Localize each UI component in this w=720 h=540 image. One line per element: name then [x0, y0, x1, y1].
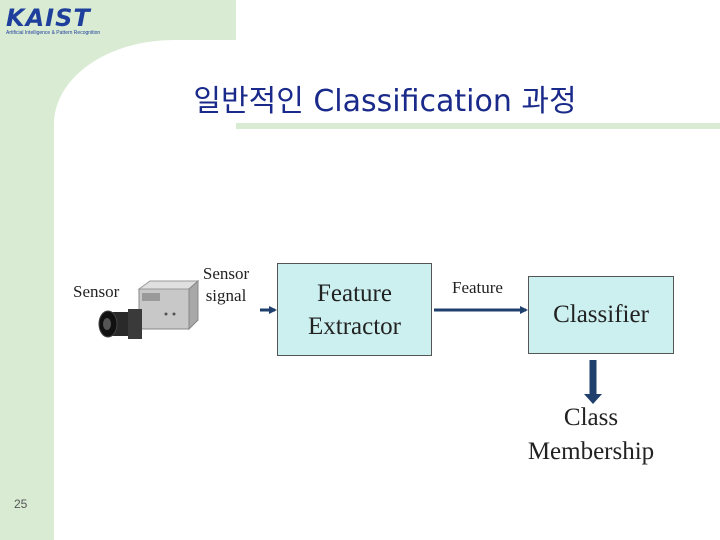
logo-subtitle: Artificial Intelligence & Pattern Recogn… — [6, 30, 101, 36]
left-accent-band — [0, 0, 54, 540]
feature-extractor-line1: Feature — [317, 279, 392, 307]
feature-label: Feature — [452, 278, 503, 297]
classifier-box: Classifier — [528, 276, 674, 354]
camera-icon — [98, 279, 200, 339]
logo-text: KAIST — [6, 4, 91, 32]
sensor-signal-label: Sensor signal — [196, 263, 256, 307]
sensor-signal-line2: signal — [205, 286, 247, 305]
class-membership-label: Class Membership — [516, 401, 666, 469]
feature-extractor-box: Feature Extractor — [277, 263, 432, 356]
class-membership-line2: Membership — [527, 438, 655, 465]
page-number: 25 — [14, 497, 28, 511]
class-membership-line1: Class — [563, 404, 619, 431]
sensor-signal-line1: Sensor — [202, 264, 250, 283]
feature-extractor-line2: Extractor — [307, 312, 401, 340]
top-accent-band — [0, 0, 236, 40]
slide-title: 일반적인 Classification 과정 — [193, 84, 577, 119]
arrow-down-head — [584, 394, 602, 404]
header-rule — [236, 123, 720, 129]
kaist-logo: KAIST Artificial Intelligence & Pattern … — [6, 4, 101, 40]
classifier-label: Classifier — [553, 301, 649, 328]
sensor-label: Sensor — [73, 282, 120, 301]
